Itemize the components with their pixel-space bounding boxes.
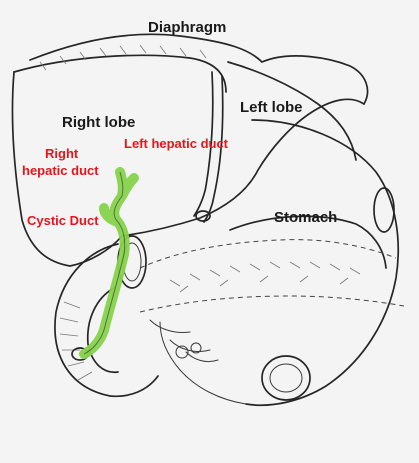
- jejunum-inner: [269, 363, 303, 393]
- round-ligament-end: [195, 210, 211, 222]
- stomach-outline: [245, 119, 400, 407]
- pancreas-upper: [139, 239, 397, 269]
- left-lobe-label: Left lobe: [240, 99, 303, 116]
- jejunum-cross-section: [261, 355, 311, 401]
- liver-outline: [11, 71, 365, 267]
- bile-duct-tree: [79, 167, 139, 359]
- diaphragm-lower-edge: [13, 54, 227, 93]
- bile-duct-outline: [83, 171, 126, 355]
- diaphragm-hatching: [39, 44, 207, 71]
- pylorus-ring: [373, 187, 395, 233]
- stomach-label: Stomach: [274, 209, 338, 226]
- duodenal-folds: [59, 301, 93, 381]
- duodenum-loop-inner: [86, 287, 119, 374]
- pancreas-lower: [139, 295, 405, 313]
- ligamentum-teres: [203, 75, 224, 223]
- vessel-round-2: [190, 342, 202, 354]
- left-hepatic-duct-label: Left hepatic duct: [124, 136, 229, 151]
- left-lobe-outline: [227, 61, 357, 161]
- pancreas-texture: [169, 261, 361, 293]
- diaphragm-outline: [29, 33, 369, 105]
- cystic-duct-label: Cystic Duct: [27, 213, 99, 228]
- right-hepatic-duct-label-line2: hepatic duct: [22, 163, 99, 178]
- duodenum-loop-outer: [54, 243, 159, 398]
- stomach-inner: [229, 215, 387, 269]
- right-hepatic-duct-label-line1: Right: [45, 146, 79, 161]
- greater-curvature: [159, 321, 247, 405]
- diaphragm-label: Diaphragm: [148, 19, 227, 36]
- vessel-round-1: [175, 345, 189, 359]
- falciform-ligament: [193, 71, 214, 217]
- right-lobe-label: Right lobe: [62, 114, 136, 131]
